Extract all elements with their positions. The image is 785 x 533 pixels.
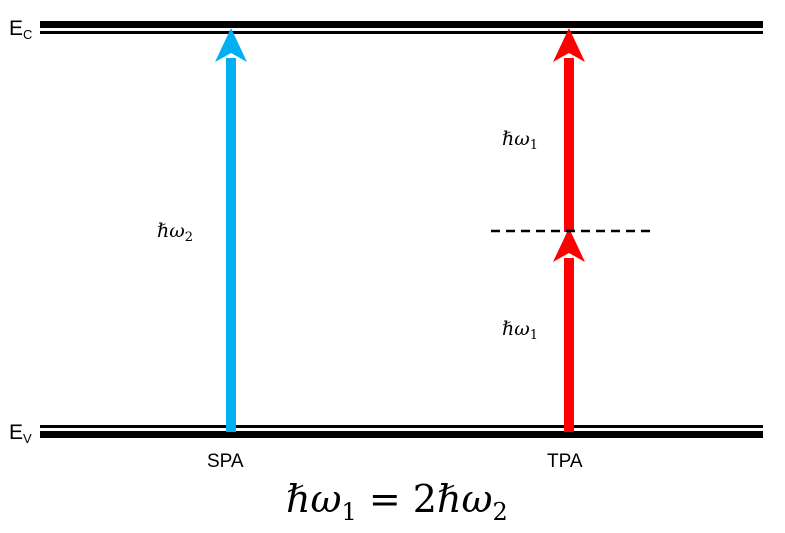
- conduction-band-line: [40, 21, 763, 34]
- spa-label: SPA: [207, 451, 244, 472]
- conduction-band-subscript: C: [23, 27, 33, 42]
- equation-lhs-subscript: 1: [341, 498, 357, 526]
- equation-rhs-symbol: ℏω: [436, 477, 493, 521]
- tpa-upper-photon-symbol: ℏω: [502, 128, 530, 150]
- tpa-lower-photon-symbol: ℏω: [502, 318, 530, 340]
- valence-band-label: EV: [9, 422, 32, 445]
- spa-arrow: [215, 28, 247, 432]
- equation-rhs-subscript: 2: [492, 498, 508, 526]
- conduction-band-symbol: E: [9, 17, 24, 40]
- equation-lhs-symbol: ℏω: [286, 477, 342, 521]
- spa-photon-symbol: ℏω: [157, 220, 185, 242]
- tpa-arrow-lower: [553, 228, 585, 432]
- energy-relation-equation: ℏω1 = 2ℏω2: [286, 480, 508, 524]
- valence-band-symbol: E: [9, 421, 24, 444]
- valence-band-line: [40, 425, 763, 438]
- equation-coefficient: 2: [412, 477, 437, 521]
- tpa-label: TPA: [547, 451, 583, 472]
- equation-equals: =: [368, 477, 401, 521]
- tpa-lower-photon-subscript: 1: [529, 328, 539, 343]
- spa-photon-subscript: 2: [184, 230, 194, 245]
- conduction-band-label: EC: [9, 18, 32, 41]
- valence-band-subscript: V: [23, 431, 32, 446]
- tpa-lower-photon-label: ℏω1: [502, 318, 539, 343]
- tpa-upper-photon-subscript: 1: [529, 138, 539, 153]
- spa-photon-label: ℏω2: [157, 220, 194, 245]
- tpa-upper-photon-label: ℏω1: [502, 128, 539, 153]
- tpa-arrow-upper: [553, 28, 585, 232]
